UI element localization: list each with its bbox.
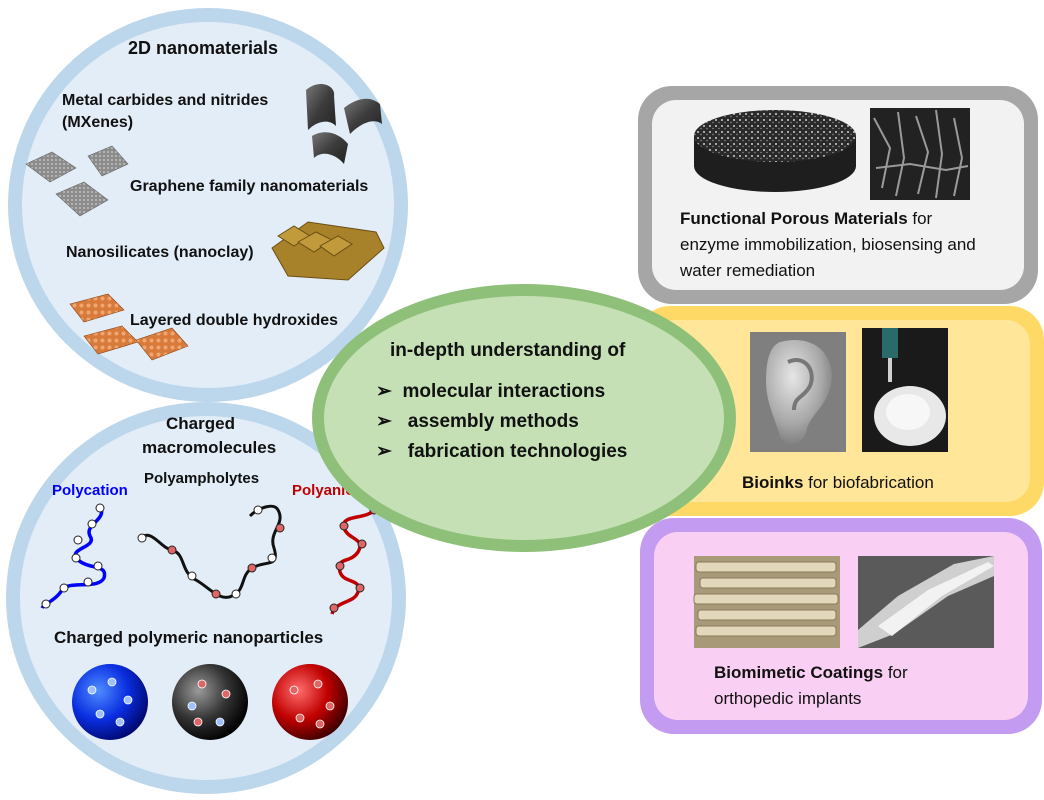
nanoparticles-title: Charged polymeric nanoparticles [54,628,324,647]
ldh-image [69,293,189,361]
bioprinting-image [862,328,948,452]
coatings-caption-line2: orthopedic implants [714,689,862,708]
ear-model-image [750,332,846,452]
nanoparticles-image [72,664,348,740]
coatings-caption: Biomimetic Coatings for [714,660,908,686]
bioinks-caption: Bioinks for biofabrication [742,470,934,496]
charged-title-line1: Charged [166,414,235,433]
center-bullet-3: ➢ fabrication technologies [376,440,627,463]
center-bullet-2: ➢ assembly methods [376,410,579,433]
polyanion-chain-image [329,505,379,615]
bullet-arrow-icon: ➢ [376,441,392,462]
mxene-sheets-image [306,83,382,164]
center-bullet-1: ➢ molecular interactions [376,380,605,403]
bullet-arrow-icon: ➢ [376,411,392,432]
nanosilicates-label: Nanosilicates (nanoclay) [66,244,254,261]
porous-sem-image [870,108,970,200]
porous-disc-image [694,110,856,192]
nacre-sem-image [693,556,840,648]
coatings-caption-bold: Biomimetic Coatings [714,663,884,682]
porous-caption-line3: water remediation [680,261,816,280]
ldh-label: Layered double hydroxides [130,312,339,329]
porous-caption: Functional Porous Materials for [680,206,932,232]
mxenes-label: Metal carbides and nitrides [62,92,269,109]
porous-caption-bold: Functional Porous Materials [680,209,908,228]
2d-nanomaterials-title: 2D nanomaterials [128,38,279,58]
nanoclay-image [271,221,385,281]
bullet-arrow-icon: ➢ [376,381,392,402]
center-bullet-3-text: fabrication technologies [407,441,628,462]
charged-title-line2: macromolecules [142,438,277,457]
center-bullet-1-text: molecular interactions [402,381,606,402]
graphene-sheets-image [25,145,129,217]
coatings-caption-rest: for [883,663,908,682]
porous-caption-line2: enzyme immobilization, biosensing and [680,235,976,254]
graphene-label: Graphene family nanomaterials [130,178,369,195]
bioinks-caption-rest: for biofabrication [803,473,934,492]
polyampholyte-chain-image [137,504,285,599]
polycation-chain-image [40,503,107,610]
polycation-label: Polycation [52,482,128,499]
bioinks-caption-bold: Bioinks [742,473,804,492]
mxenes-label-line2: (MXenes) [62,114,134,131]
porous-caption-rest: for [907,209,933,228]
center-bullet-2-text: assembly methods [407,411,579,432]
polyampholytes-label: Polyampholytes [144,470,260,487]
center-heading: in-depth understanding of [390,340,626,361]
coating-sem-image [858,556,994,648]
